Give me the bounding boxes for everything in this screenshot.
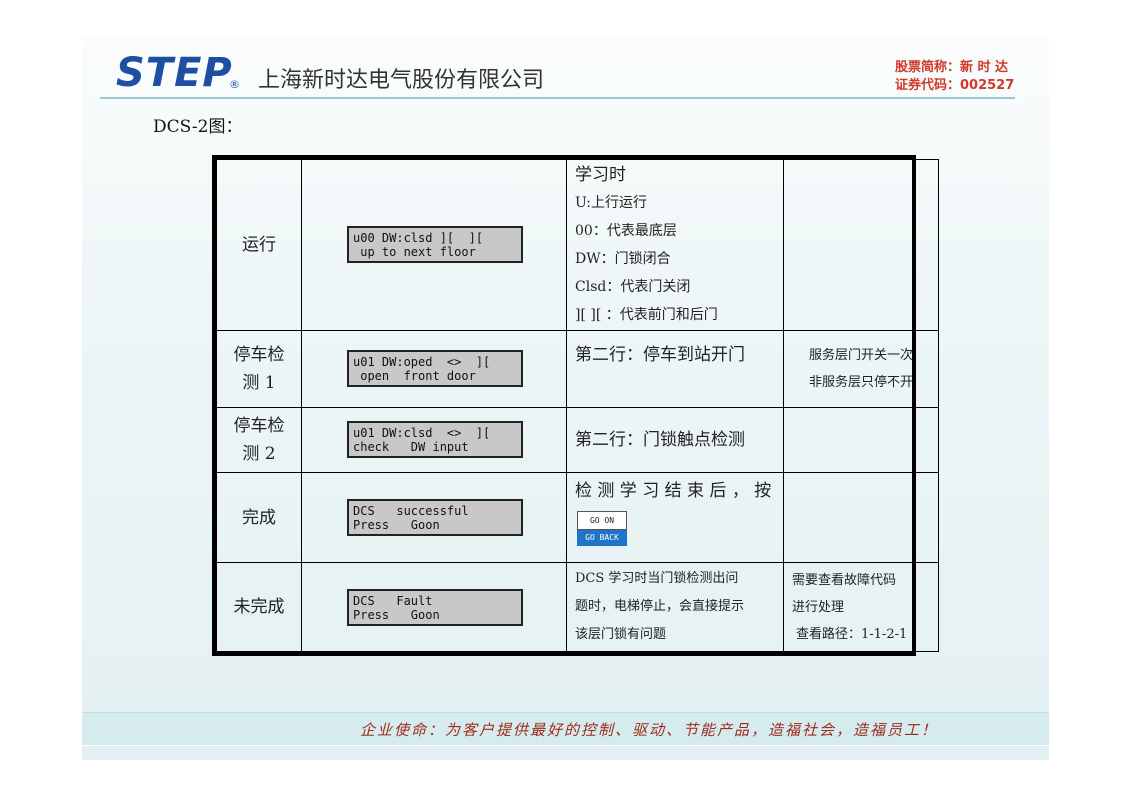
stock-abbreviation: 股票简称：新 时 达: [895, 60, 1009, 75]
note-cell: [783, 472, 939, 564]
note-cell: 服务层门开关一次 非服务层只停不开: [783, 329, 939, 408]
state-label: 测 2: [242, 443, 276, 464]
description-cell: 第二行：停车到站开门: [566, 329, 784, 408]
description-line: U:上行运行: [575, 194, 648, 211]
go-back-button[interactable]: GO BACK: [577, 530, 627, 547]
description-line: DCS 学习时当门锁检测出问: [575, 571, 739, 587]
state-label: 完成: [242, 507, 276, 528]
lcd-line: u01 DW:clsd <> ][: [353, 426, 491, 441]
description-line: ][ ][ ：代表前门和后门: [575, 306, 718, 323]
state-cell: 未完成: [216, 562, 302, 652]
company-mission: 企业使命：为客户提供最好的控制、驱动、节能产品，造福社会，造福员工！: [360, 721, 939, 739]
dcs-table: 运行 u00 DW:clsd ][ ][ up to next floor 学习…: [212, 155, 939, 656]
state-cell: 运行: [216, 159, 302, 331]
description-title: 第二行：门锁触点检测: [575, 429, 745, 450]
note-line: 服务层门开关一次: [808, 347, 913, 363]
state-label: 测 1: [242, 372, 276, 393]
lcd-line: Press Goon: [353, 518, 440, 533]
state-cell: 停车检 测 1: [216, 329, 302, 408]
step-logo: STEP: [116, 50, 233, 96]
lcd-line: u01 DW:oped <> ][: [353, 355, 491, 370]
header-divider: [100, 97, 1015, 99]
description-cell: 第二行：门锁触点检测: [566, 406, 784, 474]
description-line: Clsd：代表门关闭: [575, 278, 691, 295]
table-row: 停车检 测 2 u01 DW:clsd <> ][check DW input …: [216, 406, 939, 474]
description-line: 该层门锁有问题: [575, 627, 667, 643]
go-on-button[interactable]: GO ON: [577, 511, 627, 531]
lcd-line: open front door: [353, 369, 476, 384]
lcd-cell: u00 DW:clsd ][ ][ up to next floor: [301, 159, 567, 331]
button-stack: GO ON GO BACK: [577, 511, 627, 547]
state-label: 运行: [242, 234, 276, 255]
stock-info: 股票简称：新 时 达 证券代码：002527: [895, 59, 1014, 95]
lcd-cell: u01 DW:clsd <> ][check DW input: [301, 406, 567, 474]
state-label: 未完成: [233, 597, 285, 618]
description-title: 第二行：停车到站开门: [575, 344, 745, 365]
note-line: 进行处理: [792, 599, 845, 615]
state-cell: 停车检 测 2: [216, 406, 302, 474]
lcd-line: u00 DW:clsd ][ ][: [353, 231, 484, 246]
lcd-display: u01 DW:oped <> ][ open front door: [347, 350, 523, 388]
lcd-display: u01 DW:clsd <> ][check DW input: [347, 421, 523, 459]
state-label: 停车检: [233, 344, 285, 365]
description-title: 学习时: [575, 164, 626, 185]
description-line: 题时，电梯停止，会直接提示: [575, 599, 745, 615]
table-row: 停车检 测 1 u01 DW:oped <> ][ open front doo…: [216, 329, 939, 408]
stock-code: 证券代码：002527: [895, 78, 1015, 93]
lcd-cell: u01 DW:oped <> ][ open front door: [301, 329, 567, 408]
company-name: 上海新时达电气股份有限公司: [258, 68, 545, 93]
description-line: 00：代表最底层: [575, 222, 677, 239]
state-cell: 完成: [216, 472, 302, 564]
description-title: 检 测 学 习 结 束 后 ， 按: [575, 481, 772, 502]
footer-band: [82, 712, 1049, 746]
note-cell: [783, 159, 939, 331]
registered-mark: ®: [229, 78, 240, 91]
description-cell: 学习时 U:上行运行 00：代表最底层 DW：门锁闭合 Clsd：代表门关闭 ]…: [566, 159, 784, 331]
note-line: 需要查看故障代码: [792, 572, 897, 588]
note-cell: [783, 406, 939, 474]
note-line: 非服务层只停不开: [808, 374, 913, 390]
state-label: 停车检: [233, 415, 285, 436]
lcd-line: Press Goon: [353, 607, 440, 622]
lcd-line: DCS successful: [353, 504, 469, 519]
note-line: 查看路径：1-1-2-1: [796, 626, 908, 642]
lcd-line: up to next floor: [353, 245, 476, 260]
table-row: 运行 u00 DW:clsd ][ ][ up to next floor 学习…: [216, 159, 939, 331]
figure-label: DCS-2图：: [153, 117, 243, 137]
description-cell: DCS 学习时当门锁检测出问 题时，电梯停止，会直接提示 该层门锁有问题: [566, 562, 784, 652]
note-cell: 需要查看故障代码 进行处理 查看路径：1-1-2-1: [783, 562, 939, 652]
description-cell: 检 测 学 习 结 束 后 ， 按 GO ON GO BACK: [566, 472, 784, 564]
lcd-line: DCS Fault: [353, 593, 433, 608]
lcd-line: check DW input: [353, 440, 469, 455]
description-line: DW：门锁闭合: [575, 250, 671, 267]
lcd-display: u00 DW:clsd ][ ][ up to next floor: [347, 226, 523, 264]
